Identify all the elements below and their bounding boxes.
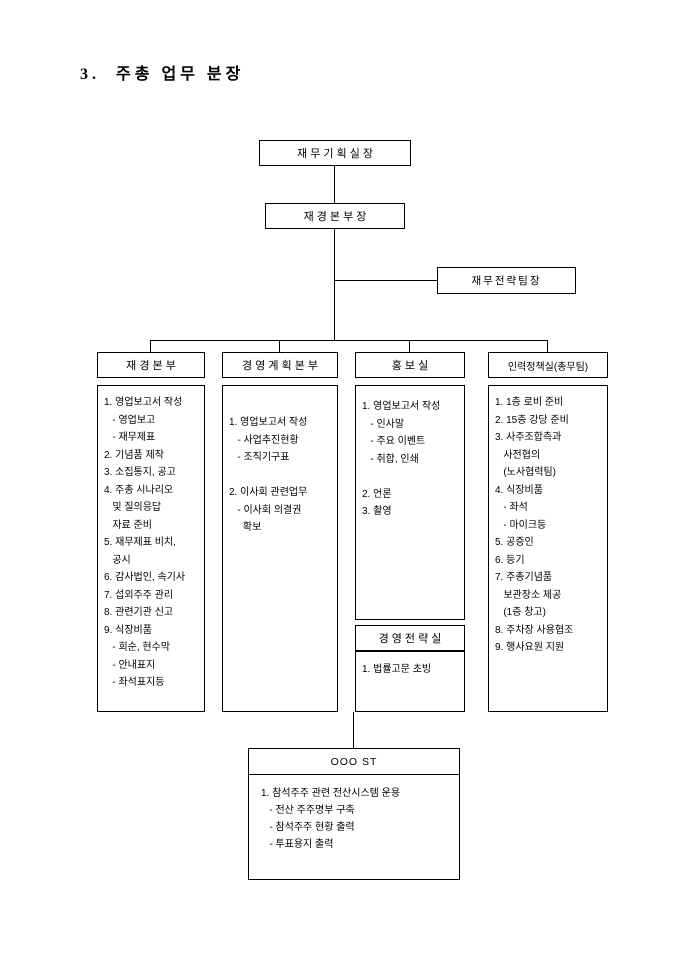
connector-deputy-to-branch: [334, 229, 335, 340]
dept-pr-office-header: 홍 보 실: [355, 352, 465, 378]
connector-drop-col2: [279, 340, 280, 352]
dept-planning-hq-tasks: 1. 영업보고서 작성 - 사업추진현황 - 조직기구표 2. 이사회 관련업무…: [222, 385, 338, 712]
connector-branch-to-side-box: [335, 280, 437, 281]
vendor-header: OOO ST: [249, 749, 459, 775]
box-finance-hq-head: 재 경 본 부 장: [265, 203, 405, 229]
dept-strategy-office-tasks: 1. 법률고문 초빙: [355, 651, 465, 712]
connector-drop-col4: [547, 340, 548, 352]
box-finance-planning-director: 재 무 기 획 실 장: [259, 140, 411, 166]
dept-finance-hq-header: 재 경 본 부: [97, 352, 205, 378]
connector-root-to-deputy: [334, 166, 335, 203]
connector-drop-col1: [150, 340, 151, 352]
page-title: 3. 주총 업무 분장: [80, 66, 245, 83]
vendor-box: OOO ST 1. 참석주주 관련 전산시스템 운용 - 전산 주주명부 구축 …: [248, 748, 460, 880]
connector-to-vendor-box: [353, 712, 354, 748]
connector-drop-col3: [409, 340, 410, 352]
dept-finance-hq-tasks: 1. 영업보고서 작성 - 영업보고 - 재무제표 2. 기념품 제작 3. 소…: [97, 385, 205, 712]
dept-strategy-office-header: 경 영 전 략 실: [355, 625, 465, 651]
connector-horizontal-distribution: [150, 340, 548, 341]
vendor-tasks: 1. 참석주주 관련 전산시스템 운용 - 전산 주주명부 구축 - 참석주주 …: [261, 788, 401, 850]
dept-planning-hq-header: 경 영 계 획 본 부: [222, 352, 338, 378]
dept-pr-office-tasks: 1. 영업보고서 작성 - 인사말 - 주요 이벤트 - 취합, 인쇄 2. 언…: [355, 385, 465, 620]
box-finance-strategy-team-leader: 재무전략팀장: [437, 267, 576, 294]
dept-hr-policy-tasks: 1. 1층 로비 준비 2. 15층 강당 준비 3. 사주조합측과 사전협의 …: [488, 385, 608, 712]
dept-hr-policy-header: 인력정책실(총무팀): [488, 352, 608, 378]
